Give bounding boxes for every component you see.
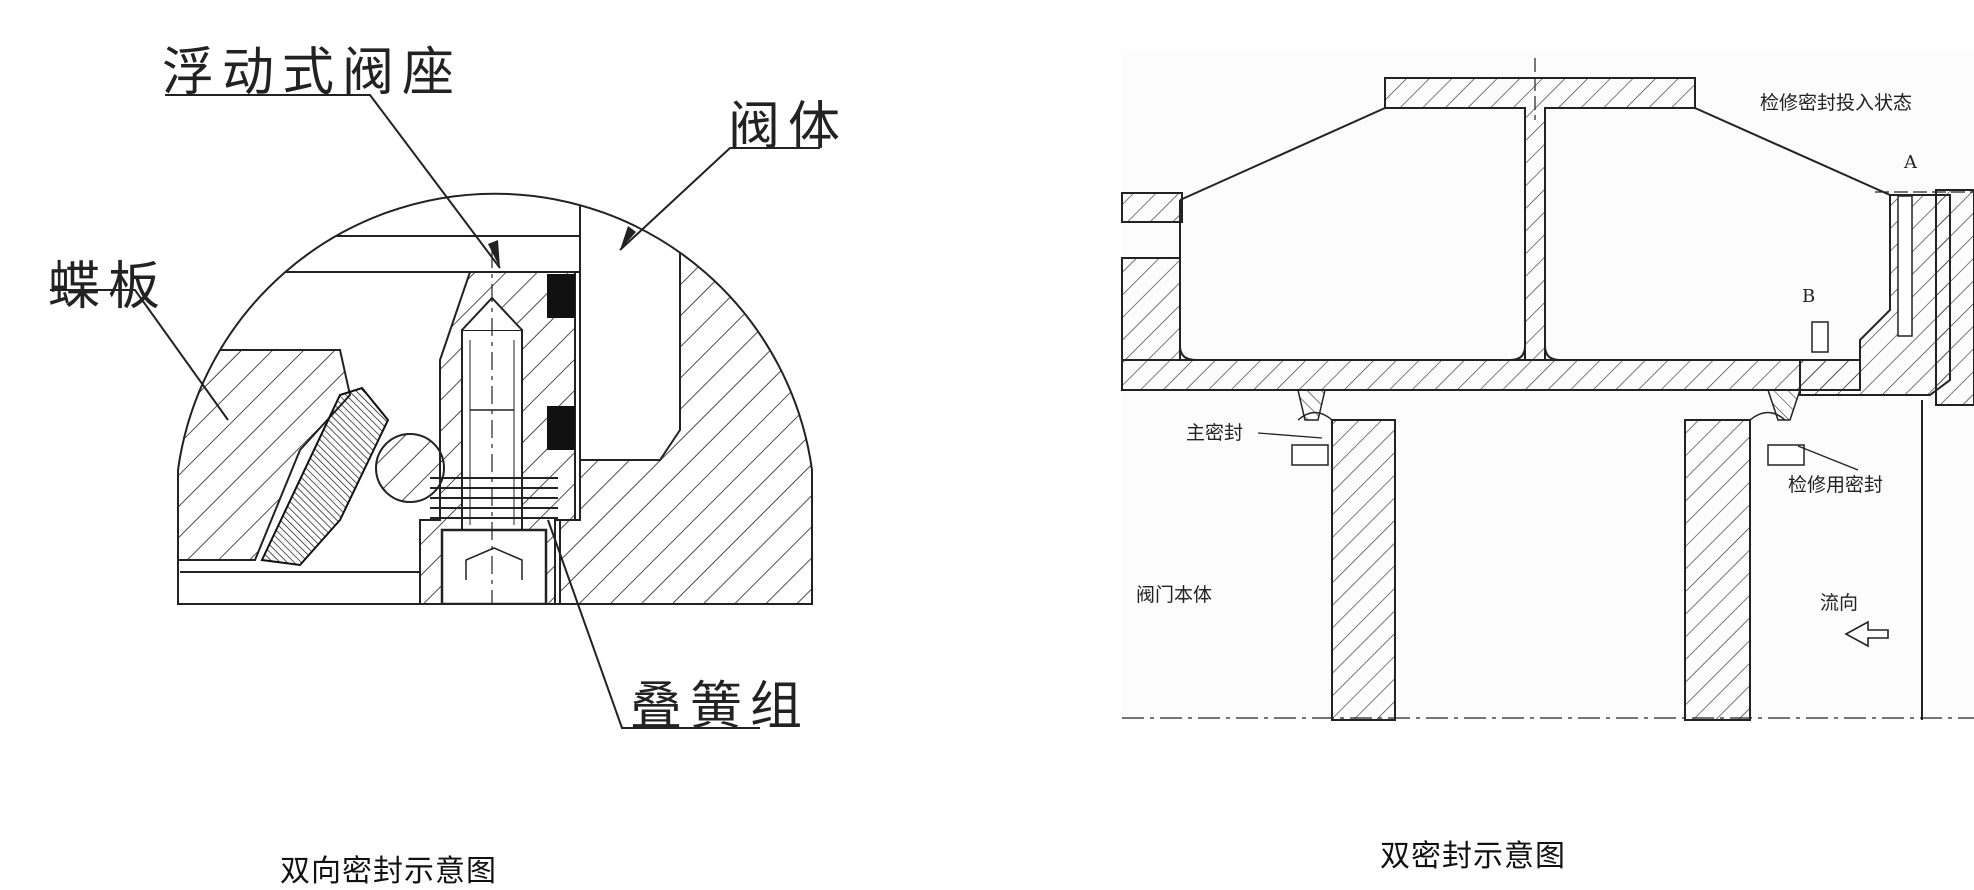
- bottom-plate: [1121, 359, 1861, 391]
- label-maintenance-state: 检修密封投入状态: [1760, 92, 1913, 114]
- label-point-a: A: [1904, 152, 1917, 173]
- right-diagram-caption: 双密封示意图: [1380, 839, 1566, 874]
- seal-drawing-right: [1121, 50, 1974, 721]
- fitting-b: [1811, 321, 1829, 353]
- flow-arrow-icon: [1844, 620, 1889, 648]
- leader-lines: [50, 94, 820, 729]
- label-valve-body-right: 阀门本体: [1136, 584, 1213, 606]
- label-butterfly-plate: 蝶板: [48, 257, 169, 317]
- bolt-head: [440, 528, 548, 604]
- left-flange: [1121, 192, 1183, 223]
- dual-seal-diagram: 检修密封投入状态 A B 主密封 检修用密封 阀门本体 流向 双密封示意图: [1100, 0, 1974, 881]
- seal-ball: [375, 433, 445, 503]
- double-direction-seal-diagram: 浮动式阀座 阀体 蝶板 叠簧组 双向密封示意图: [0, 0, 990, 889]
- label-main-seal: 主密封: [1186, 422, 1244, 444]
- seal-drawing-left: [50, 94, 820, 729]
- left-diagram-caption: 双向密封示意图: [280, 854, 497, 889]
- spring-stack: [430, 477, 558, 519]
- o-ring-lower: [547, 406, 575, 450]
- label-spring-stack: 叠簧组: [630, 677, 811, 737]
- label-valve-body-left: 阀体: [728, 97, 849, 157]
- left-disc-leg: [1331, 419, 1396, 721]
- butterfly-plate-section: [178, 349, 352, 561]
- label-point-b: B: [1802, 286, 1816, 307]
- valve-body-section: [559, 193, 812, 604]
- label-maintenance-seal: 检修用密封: [1788, 474, 1884, 496]
- bolt-a: [1897, 195, 1913, 337]
- seal-wedge: [260, 386, 390, 567]
- right-disc-leg: [1684, 419, 1751, 721]
- label-flow-direction: 流向: [1820, 592, 1859, 614]
- o-ring-upper: [547, 274, 575, 318]
- label-floating-seat: 浮动式阀座: [162, 43, 463, 103]
